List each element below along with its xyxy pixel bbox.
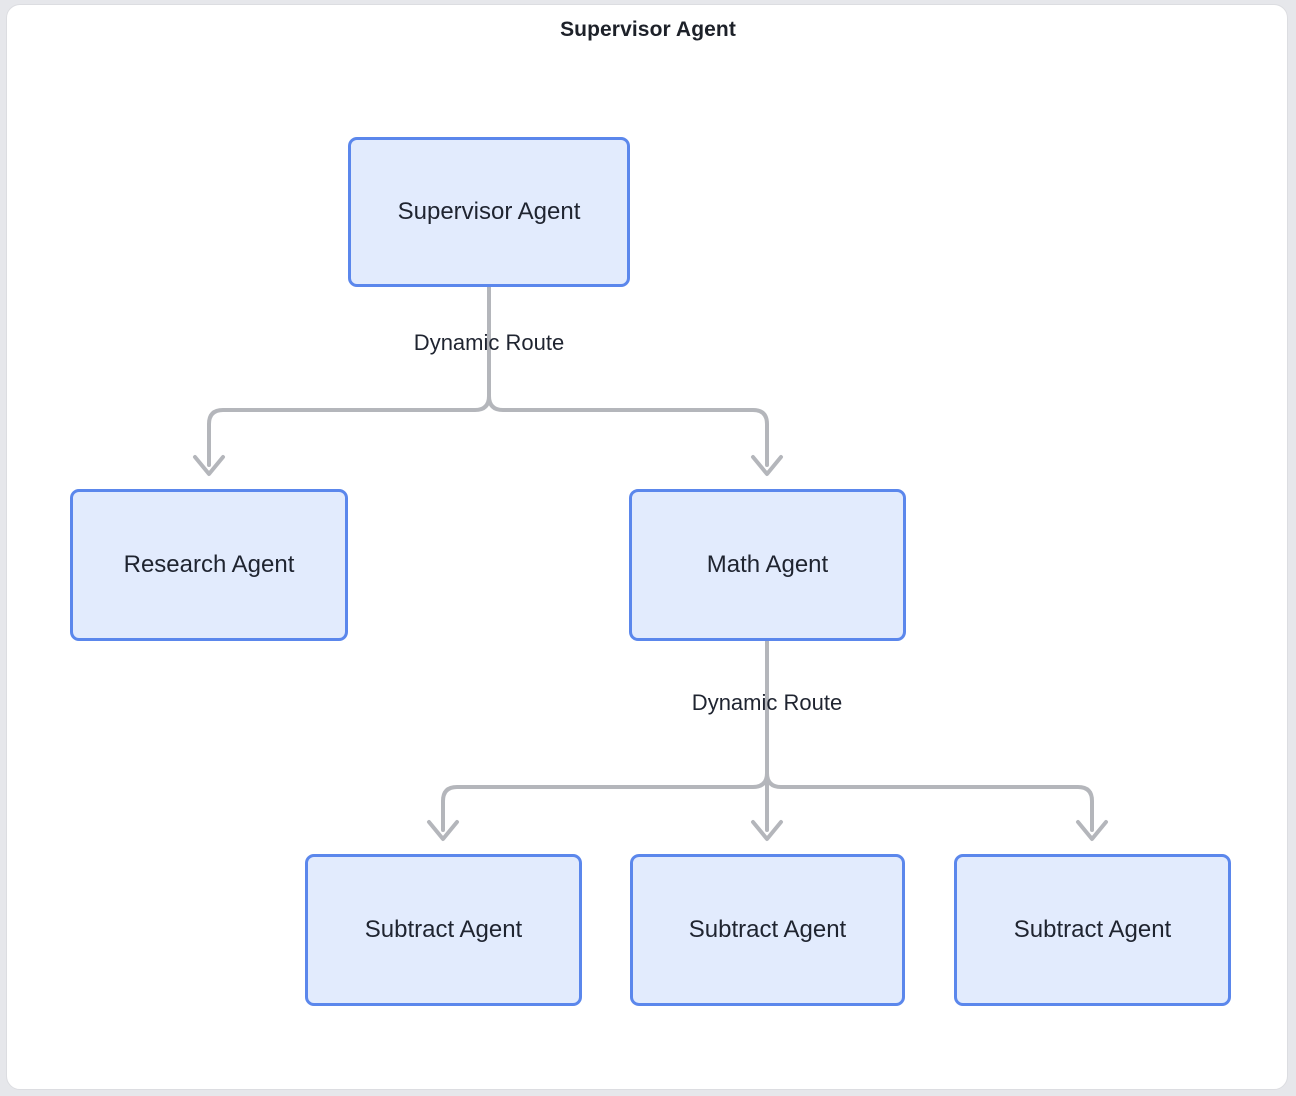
- node-label: Research Agent: [123, 551, 295, 578]
- node-research[interactable]: Research Agent: [70, 489, 348, 641]
- node-label: Subtract Agent: [1013, 916, 1172, 943]
- node-label: Subtract Agent: [364, 916, 523, 943]
- node-supervisor[interactable]: Supervisor Agent: [348, 137, 630, 287]
- node-label: Subtract Agent: [688, 916, 847, 943]
- node-math[interactable]: Math Agent: [629, 489, 906, 641]
- node-label: Math Agent: [706, 551, 829, 578]
- node-label: Supervisor Agent: [397, 198, 581, 225]
- page-title: Supervisor Agent: [560, 18, 736, 41]
- node-subtract-2[interactable]: Subtract Agent: [630, 854, 905, 1006]
- node-subtract-3[interactable]: Subtract Agent: [954, 854, 1231, 1006]
- label-dynamic-route-bottom: Dynamic Route: [691, 690, 843, 715]
- label-dynamic-route-top: Dynamic Route: [413, 330, 565, 355]
- node-subtract-1[interactable]: Subtract Agent: [305, 854, 582, 1006]
